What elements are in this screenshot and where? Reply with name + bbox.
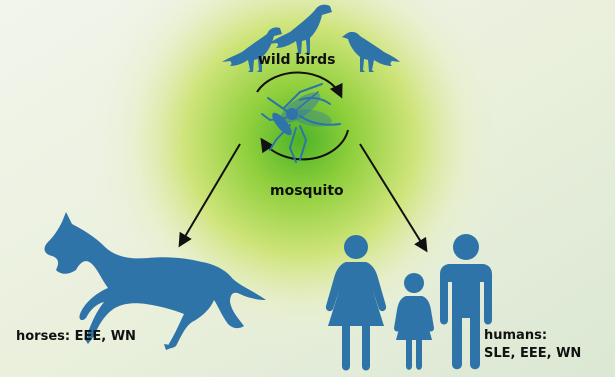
humans-label: humans: SLE, EEE, WN	[484, 327, 581, 363]
mosquito-label: mosquito	[270, 183, 344, 199]
wild-birds-label: wild birds	[258, 52, 336, 68]
horses-label: horses: EEE, WN	[16, 329, 136, 345]
humans-label-line2: SLE, EEE, WN	[484, 345, 581, 363]
humans-label-line1: humans:	[484, 327, 581, 345]
